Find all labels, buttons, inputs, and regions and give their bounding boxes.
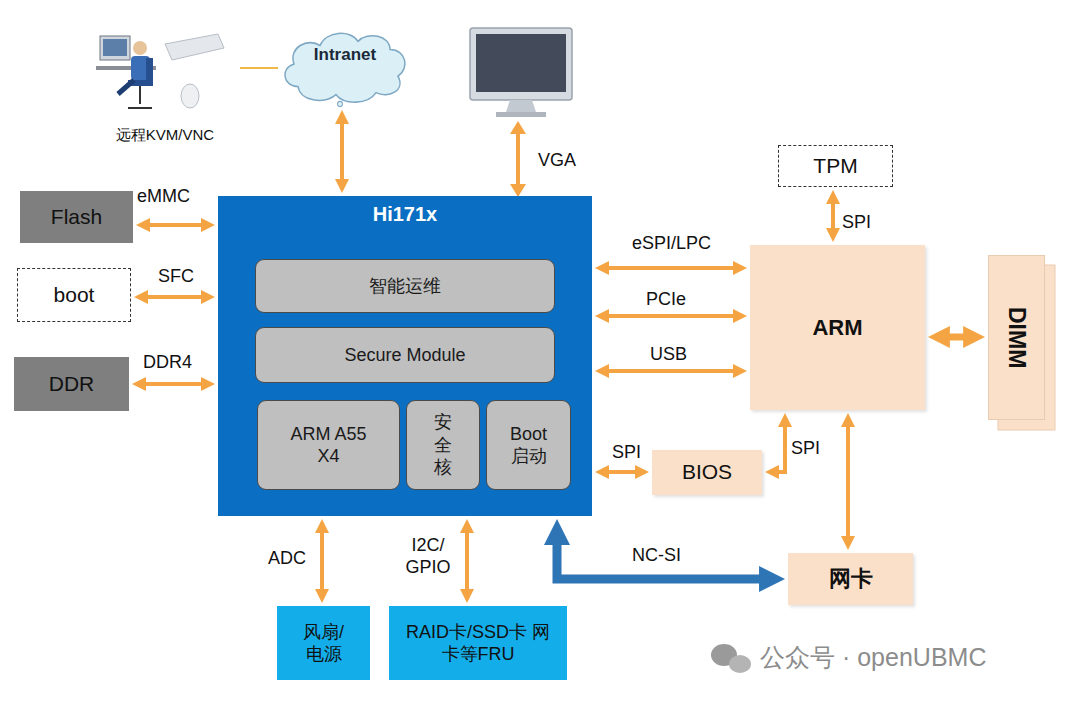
bios-chip: BIOS xyxy=(652,450,762,495)
node-label: TPM xyxy=(813,153,857,179)
boot-module: Boot 启动 xyxy=(486,400,571,490)
bus-connector xyxy=(465,527,469,595)
vga-monitor xyxy=(470,28,572,100)
node-label: 风扇/ 电源 xyxy=(294,621,354,666)
node-label: 远程KVM/VNC xyxy=(116,126,214,145)
secure-core: 安 全 核 xyxy=(406,400,480,490)
bus-connector xyxy=(240,67,278,69)
node-label: 网卡 xyxy=(829,565,873,593)
network-card: 网卡 xyxy=(788,553,913,605)
pc-screen xyxy=(103,39,127,56)
signal-name: ADC xyxy=(268,548,306,570)
chair-back xyxy=(146,58,153,86)
node-label: 智能运维 xyxy=(369,275,441,298)
signal-name: DDR4 xyxy=(143,352,192,374)
bus-connector xyxy=(831,198,835,234)
monitor-base xyxy=(496,112,546,117)
node-label: Boot 启动 xyxy=(501,423,556,468)
fru-cards: RAID卡/SSD卡 网卡等FRU xyxy=(389,606,567,680)
bus-connector xyxy=(603,470,641,474)
boot-flash: boot xyxy=(17,268,131,322)
soc-module: Secure Module xyxy=(255,327,555,383)
node-label: Secure Module xyxy=(344,344,465,367)
signal-name: PCIe xyxy=(646,289,686,311)
signal-name: SPI xyxy=(842,212,871,234)
bus-connector xyxy=(144,223,207,227)
person-leg xyxy=(118,80,134,94)
signal-name: SFC xyxy=(158,266,194,288)
bus-connector xyxy=(940,334,973,341)
chair-base xyxy=(128,107,152,109)
watermark: 公众号 · openUBMC xyxy=(760,642,986,672)
person-head xyxy=(133,41,147,55)
bus-connector xyxy=(320,527,324,595)
cloud-outline xyxy=(278,25,412,107)
bus-connector xyxy=(603,314,739,318)
node-label: 安 全 核 xyxy=(431,411,455,479)
memory-dimm: DIMM xyxy=(988,255,1045,420)
ddr-memory: DDR xyxy=(14,357,129,411)
node-label: BIOS xyxy=(682,459,732,485)
node-label: Intranet xyxy=(314,44,376,65)
chair-leg xyxy=(139,86,141,104)
network-cloud: Intranet xyxy=(278,25,412,107)
signal-name: eSPI/LPC xyxy=(632,233,711,255)
bus-connector xyxy=(340,118,344,185)
cloud-shape xyxy=(285,33,405,102)
monitor-stand xyxy=(506,100,536,112)
keyboard xyxy=(165,34,224,60)
node-label: ARM xyxy=(812,314,862,342)
signal-name: NC-SI xyxy=(632,545,681,567)
remote-console: 远程KVM/VNC xyxy=(90,25,240,145)
signal-name: eMMC xyxy=(137,186,190,208)
host-cpu: ARM xyxy=(750,245,925,410)
illustration-frame xyxy=(96,30,224,116)
bmc-soc: 智能运维 Secure ModuleARM A55 X4 安 全 核 Boot 启动 H… xyxy=(218,196,592,516)
node-label: ARM A55 X4 xyxy=(286,423,371,468)
signal-name: SPI xyxy=(612,442,641,464)
soc-module: 智能运维 xyxy=(255,259,555,313)
node-label: Hi171x xyxy=(218,202,592,227)
flash-storage: Flash xyxy=(20,191,133,243)
mouse xyxy=(181,84,199,108)
bus-connector xyxy=(603,266,739,270)
signal-name: I2C/ GPIO xyxy=(404,535,452,578)
bus-connector xyxy=(140,382,207,386)
vga-arrow xyxy=(516,132,520,186)
bus-connector xyxy=(773,421,785,472)
bus-connector xyxy=(142,295,207,299)
wechat-icon xyxy=(729,655,751,673)
signal-name: VGA xyxy=(538,150,576,172)
tpm-chip: TPM xyxy=(778,145,893,187)
cloud-shape xyxy=(338,101,343,106)
pc-monitor xyxy=(100,36,130,60)
arrow-head xyxy=(510,121,526,134)
bus-connector xyxy=(846,421,850,542)
monitor-screen xyxy=(476,34,566,92)
node-label: DIMM xyxy=(1002,307,1031,368)
cpu-core: ARM A55 X4 xyxy=(257,400,400,490)
ncsi-connector xyxy=(557,533,771,579)
bus-connector xyxy=(603,369,739,373)
fan-power: 风扇/ 电源 xyxy=(277,606,370,680)
node-label: RAID卡/SSD卡 网卡等FRU xyxy=(403,621,553,666)
node-label: boot xyxy=(54,282,95,308)
node-label: DDR xyxy=(49,371,95,397)
signal-name: SPI xyxy=(791,438,820,460)
node-label: Flash xyxy=(51,204,102,230)
signal-name: USB xyxy=(650,344,687,366)
